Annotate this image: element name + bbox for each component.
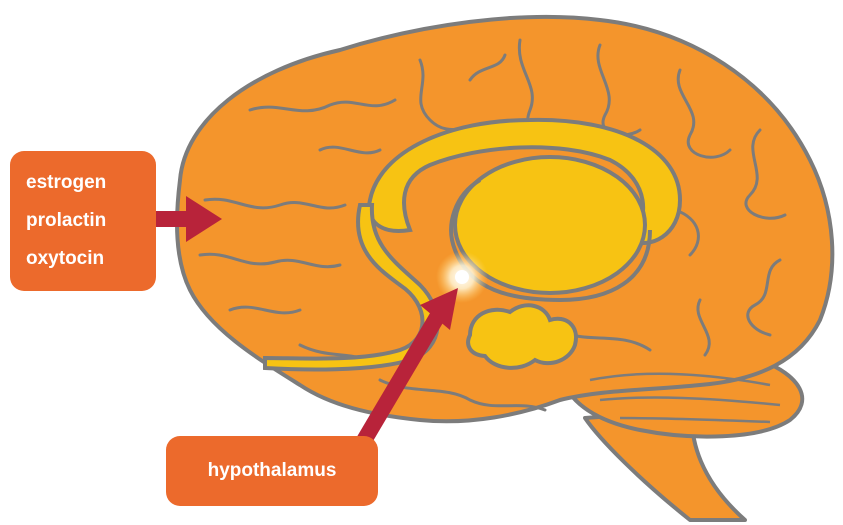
hormone-prolactin: prolactin [26,202,156,240]
hormone-label-box: estrogen prolactin oxytocin [10,151,156,291]
hypothalamus-core [455,270,469,284]
hypothalamus-label-box: hypothalamus [166,436,378,506]
hormone-oxytocin: oxytocin [26,240,156,278]
hypothalamus-label: hypothalamus [208,460,337,482]
hormone-estrogen: estrogen [26,164,156,202]
